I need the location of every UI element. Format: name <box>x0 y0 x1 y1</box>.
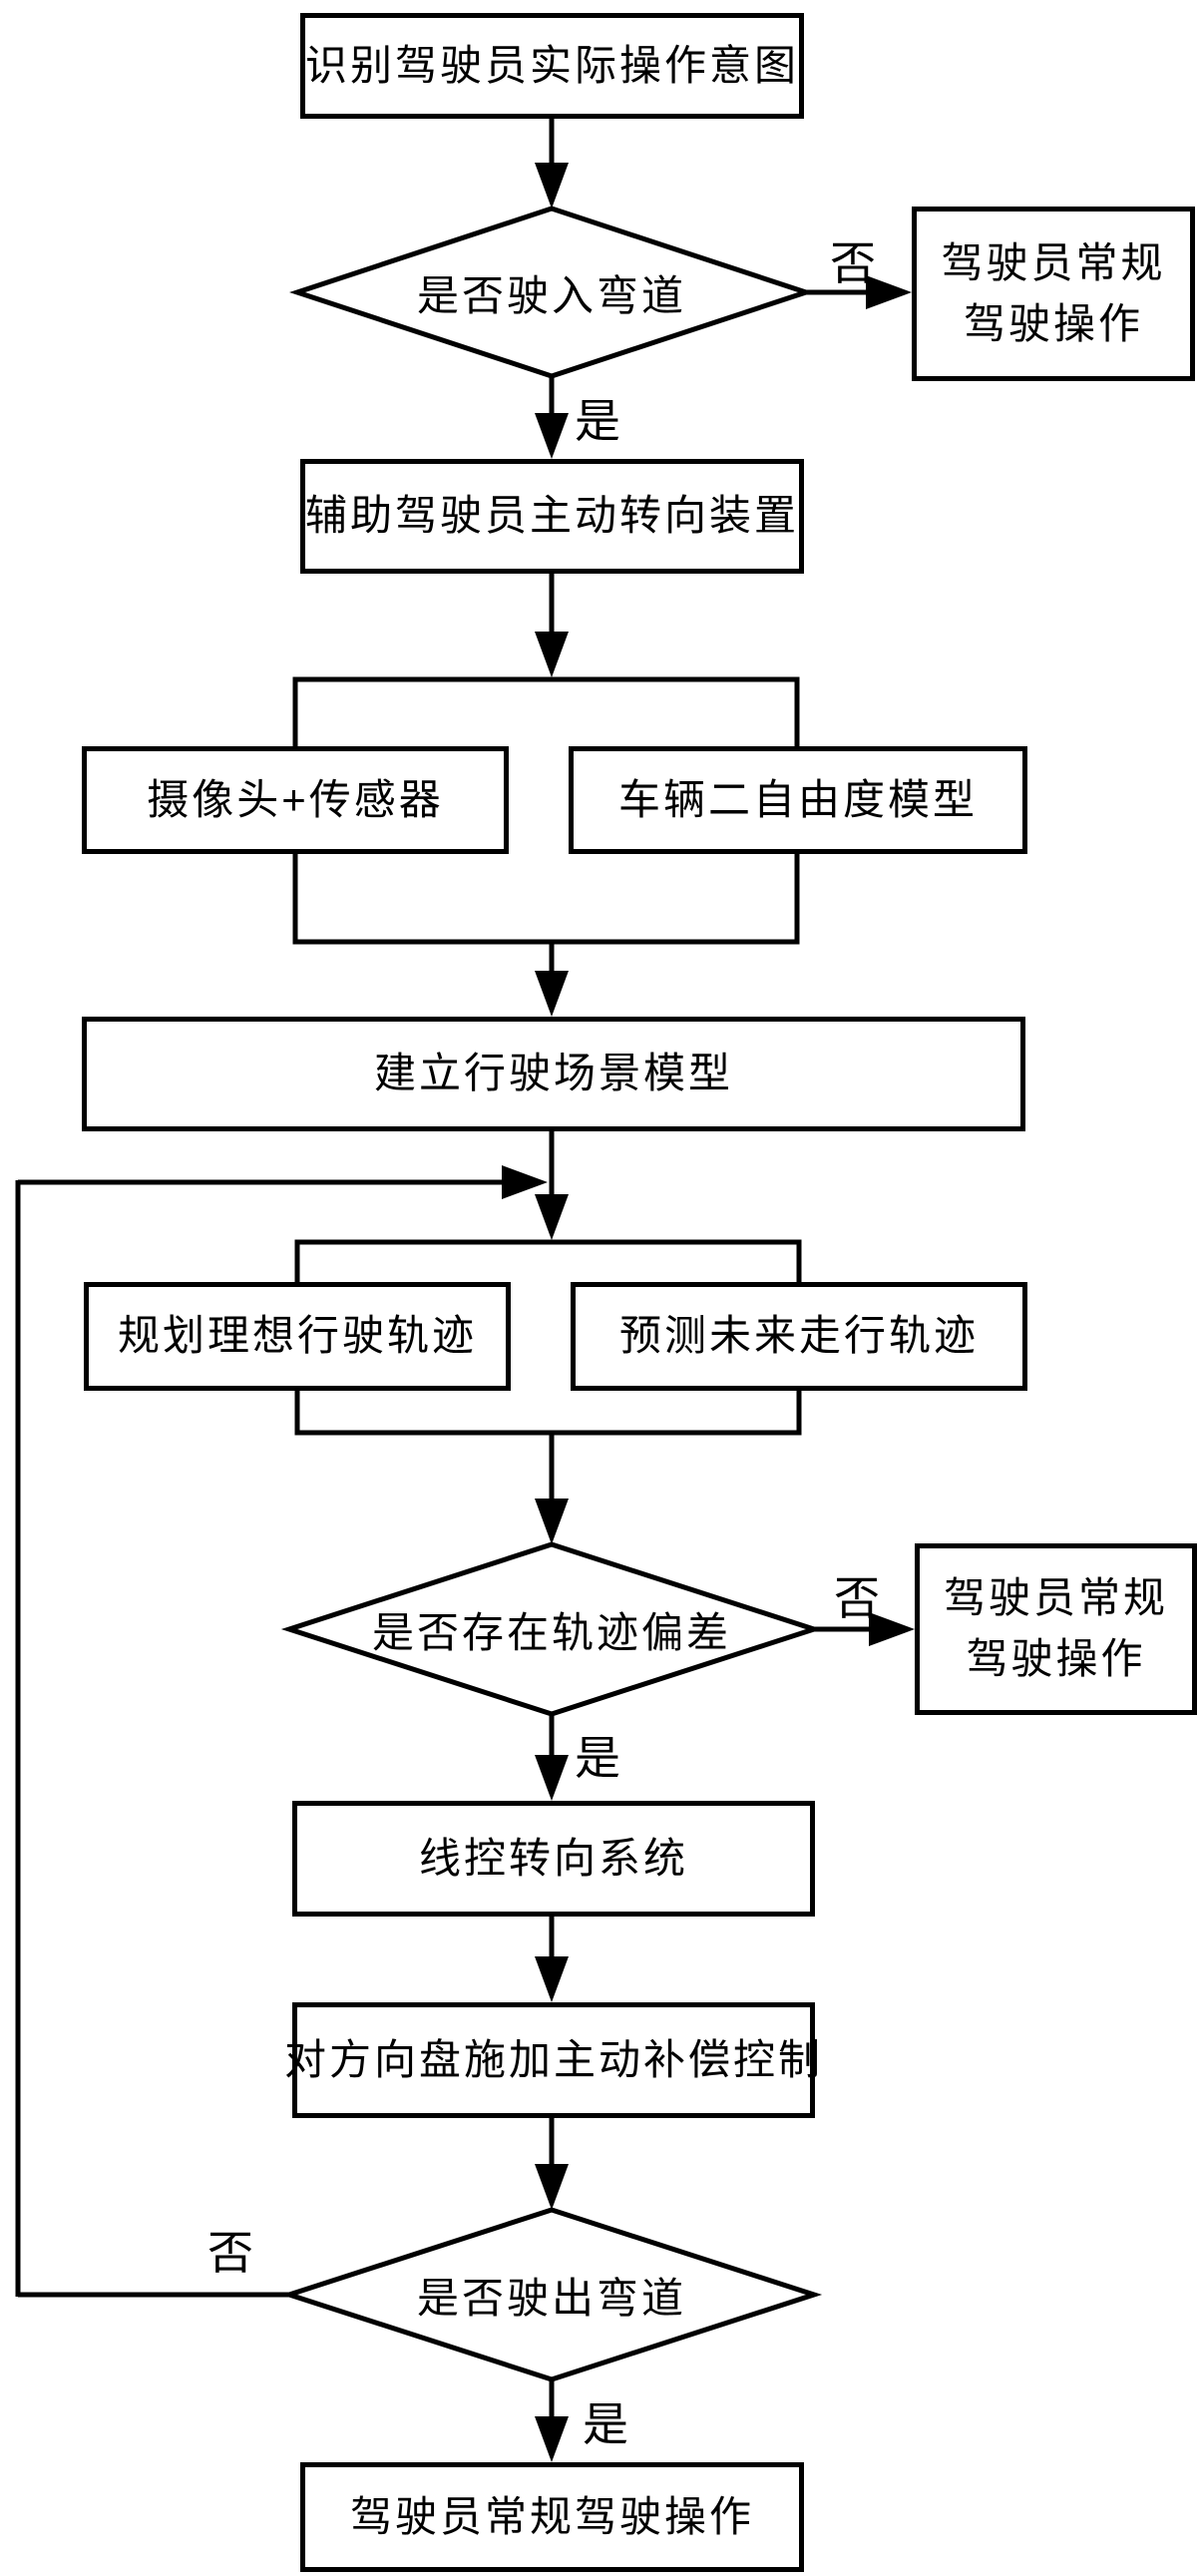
node-plan-ideal-trajectory: 规划理想行驶轨迹 <box>84 1282 511 1391</box>
edge-label-enter-no: 否 <box>830 237 876 289</box>
diamond-enter-curve-shape <box>289 206 814 379</box>
node-label: 建立行驶场景模型 <box>373 1050 733 1097</box>
arrowhead-down-icon <box>535 2164 569 2210</box>
node-camera-sensor: 摄像头+传感器 <box>82 746 509 854</box>
arrowhead-down-icon <box>535 1755 569 1801</box>
diamond-deviation-shape <box>280 1541 823 1717</box>
node-label: 识别驾驶员实际操作意图 <box>305 41 800 89</box>
edge-label-deviation-yes: 是 <box>575 1732 620 1784</box>
node-identify-intent: 识别驾驶员实际操作意图 <box>300 13 804 119</box>
edge-label-exit-yes: 是 <box>583 2398 628 2450</box>
node-label: 规划理想行驶轨迹 <box>117 1312 477 1360</box>
arrowhead-down-icon <box>535 2416 569 2462</box>
arrowhead-down-icon <box>535 1499 569 1544</box>
node-vehicle-dof-model: 车辆二自由度模型 <box>569 746 1027 854</box>
arrowhead-down-icon <box>535 1194 569 1240</box>
node-label-line1: 驾驶员常规 <box>943 1574 1168 1622</box>
node-scene-model: 建立行驶场景模型 <box>82 1017 1025 1131</box>
node-assist-device: 辅助驾驶员主动转向装置 <box>300 459 804 574</box>
arrowhead-down-icon <box>535 632 569 677</box>
diamond-exit-curve-shape <box>280 2207 823 2382</box>
node-normal-driving-1: 驾驶员常规 驾驶操作 <box>912 207 1195 381</box>
arrowhead-down-icon <box>535 413 569 459</box>
edge-label-deviation-no: 否 <box>834 1572 880 1624</box>
arrowhead-right-icon <box>869 1612 915 1646</box>
node-steer-by-wire: 线控转向系统 <box>292 1801 815 1917</box>
node-label-line1: 驾驶员常规 <box>941 238 1166 286</box>
arrowhead-down-icon <box>535 971 569 1017</box>
node-label: 驾驶员常规驾驶操作 <box>349 2492 754 2540</box>
node-label-line2: 驾驶操作 <box>963 299 1143 347</box>
arrowhead-down-icon <box>535 163 569 209</box>
node-label: 预测未来走行轨迹 <box>618 1312 979 1360</box>
arrowhead-down-icon <box>535 1956 569 2002</box>
node-normal-driving-2: 驾驶员常规 驾驶操作 <box>915 1543 1197 1715</box>
node-label: 车辆二自由度模型 <box>617 775 978 823</box>
node-normal-driving-final: 驾驶员常规驾驶操作 <box>300 2462 804 2572</box>
node-active-compensation: 对方向盘施加主动补偿控制 <box>284 2002 820 2118</box>
node-label: 线控转向系统 <box>418 1834 688 1882</box>
arrowhead-right-icon <box>502 1165 548 1199</box>
arrowhead-right-icon <box>866 275 912 309</box>
edge-label-exit-no: 否 <box>207 2227 253 2279</box>
node-label-line2: 驾驶操作 <box>966 1635 1146 1682</box>
node-label: 辅助驾驶员主动转向装置 <box>305 492 800 540</box>
node-label: 对方向盘施加主动补偿控制 <box>284 2035 824 2083</box>
node-label: 摄像头+传感器 <box>147 775 444 823</box>
node-predict-future-trajectory: 预测未来走行轨迹 <box>571 1282 1027 1391</box>
edge-label-enter-yes: 是 <box>575 395 620 447</box>
